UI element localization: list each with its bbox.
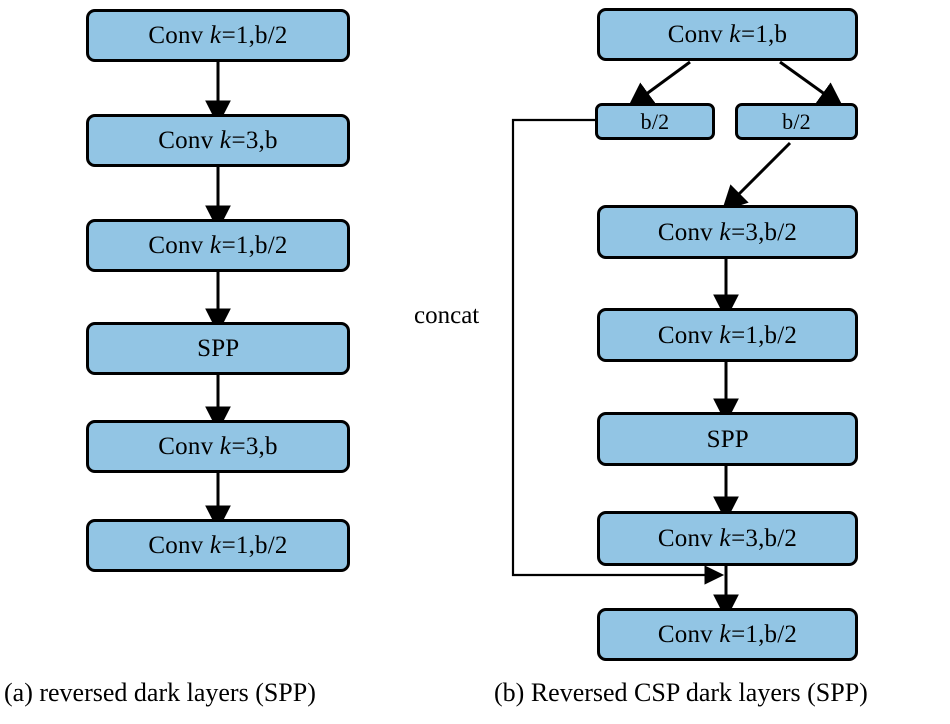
block-a-conv-k3-b-bottom[interactable]: Conv k=3,b [86,420,350,473]
block-a-conv-k3-b[interactable]: Conv k=3,b [86,114,350,167]
block-b-spp[interactable]: SPP [597,412,858,466]
block-label: Conv k=1,b/2 [148,22,288,49]
block-b-split-left-b2[interactable]: b/2 [595,103,715,140]
block-label: b/2 [640,108,670,134]
block-label: SPP [706,425,749,453]
block-b-conv-k3-b2-bottom[interactable]: Conv k=3,b/2 [597,511,858,566]
block-b-conv-k1-b2-bottom[interactable]: Conv k=1,b/2 [597,608,858,661]
caption-panel-a: (a) reversed dark layers (SPP) [4,678,316,707]
block-b-conv-k3-b2-top[interactable]: Conv k=3,b/2 [597,205,858,259]
caption-panel-b: (b) Reversed CSP dark layers (SPP) [494,678,868,707]
arrow-b1-split-left [627,60,691,108]
block-label: Conv k=3,b/2 [657,218,798,246]
block-label: Conv k=3,b [158,433,278,460]
arrow-b1-split-right [779,60,844,108]
concat-label: concat [414,302,480,329]
block-label: Conv k=1,b/2 [657,321,798,349]
block-label: Conv k=3,b [158,127,278,154]
block-label: b/2 [782,108,811,134]
block-label: Conv k=1,b/2 [148,532,288,559]
arrow-split-right-b2 [721,141,792,212]
block-b-split-right-b2[interactable]: b/2 [735,103,858,140]
block-a-conv-k1-b2-mid[interactable]: Conv k=1,b/2 [86,219,350,272]
block-b-conv-k1-b[interactable]: Conv k=1,b [597,8,858,61]
block-a-conv-k1-b2-top[interactable]: Conv k=1,b/2 [86,9,350,62]
block-a-conv-k1-b2-bottom[interactable]: Conv k=1,b/2 [86,519,350,572]
block-label: Conv k=3,b/2 [657,525,798,552]
block-label: Conv k=1,b/2 [148,232,288,259]
block-label: SPP [197,335,240,362]
block-a-spp[interactable]: SPP [86,322,350,375]
block-label: Conv k=1,b/2 [657,621,798,648]
block-label: Conv k=1,b [667,21,788,48]
block-b-conv-k1-b2-mid[interactable]: Conv k=1,b/2 [597,308,858,362]
